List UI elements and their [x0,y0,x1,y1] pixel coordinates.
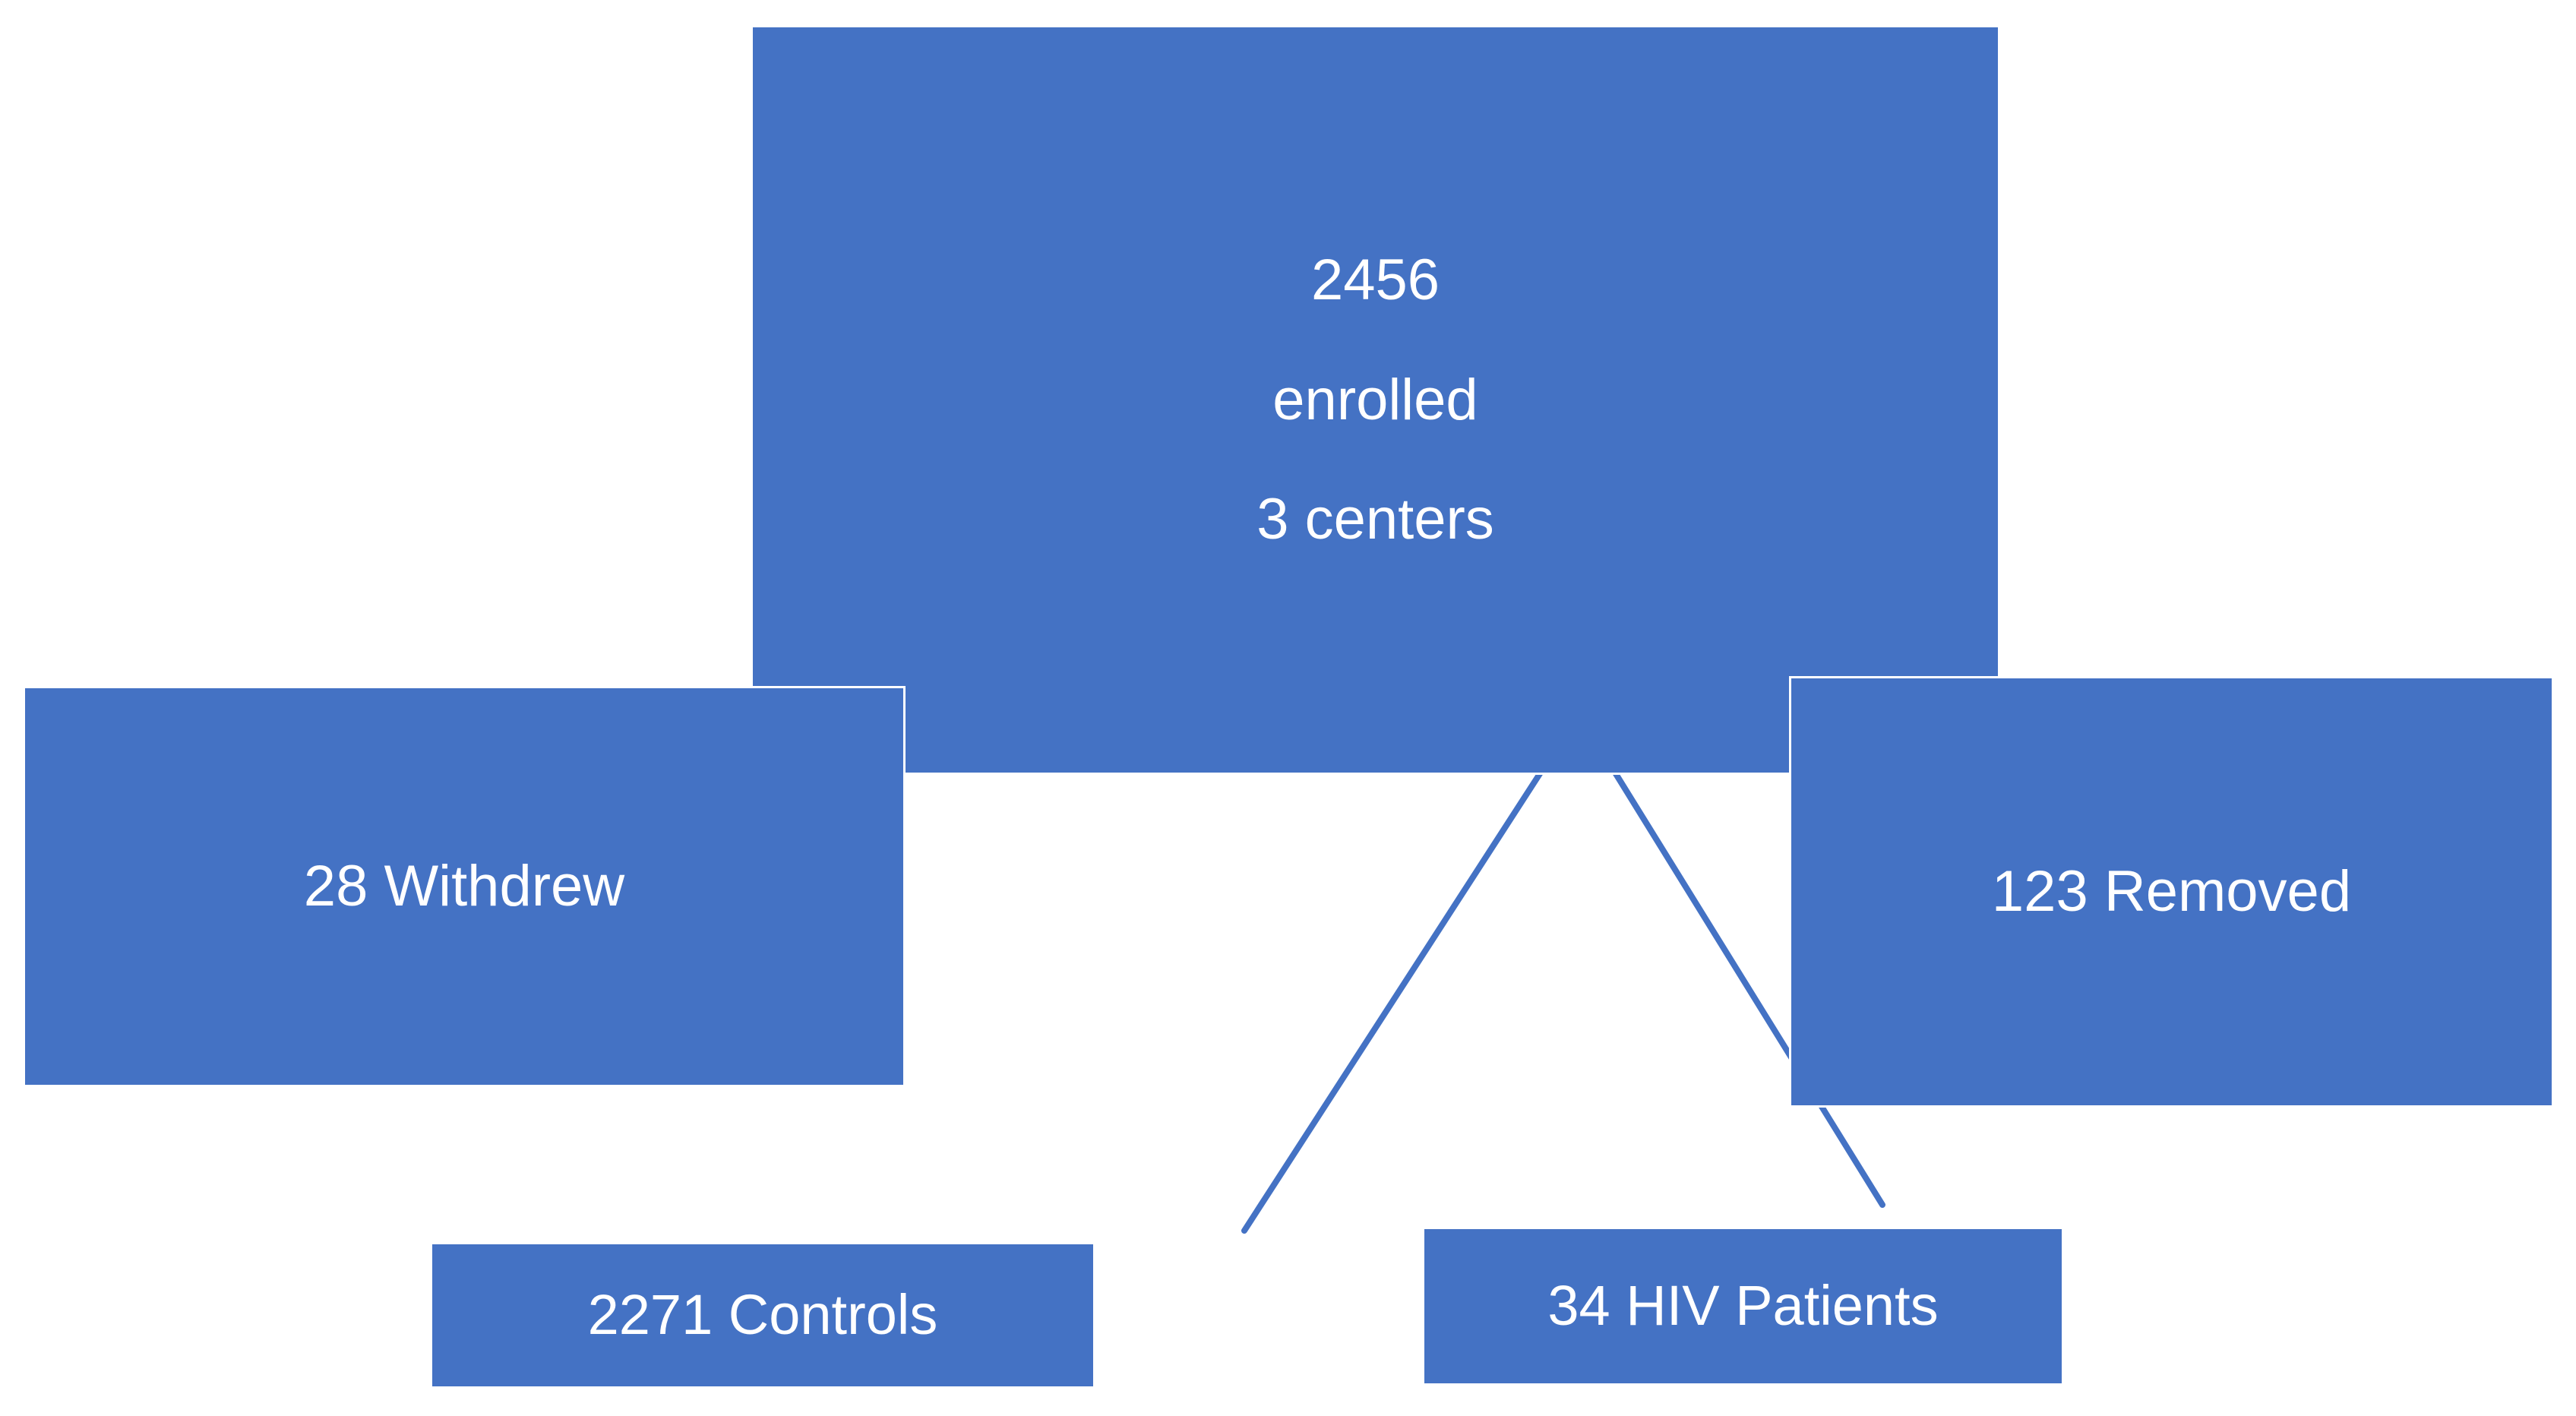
connector-enrolled-to-controls [1241,770,1544,1234]
node-hiv-patients-label: 34 HIV Patients [1547,1274,1939,1338]
node-enrolled-status: enrolled [1272,367,1478,432]
node-hiv-patients[interactable]: 34 HIV Patients [1422,1227,2064,1386]
node-withdrew-label: 28 Withdrew [303,854,625,919]
node-enrolled[interactable]: 2456 enrolled 3 centers [751,25,2000,775]
node-enrolled-centers: 3 centers [1256,487,1494,552]
node-controls[interactable]: 2271 Controls [430,1242,1095,1389]
node-controls-label: 2271 Controls [587,1283,938,1347]
node-removed[interactable]: 123 Removed [1789,676,2554,1108]
node-enrolled-count: 2456 [1310,247,1440,312]
node-withdrew[interactable]: 28 Withdrew [23,686,906,1087]
node-removed-label: 123 Removed [1991,859,2352,925]
